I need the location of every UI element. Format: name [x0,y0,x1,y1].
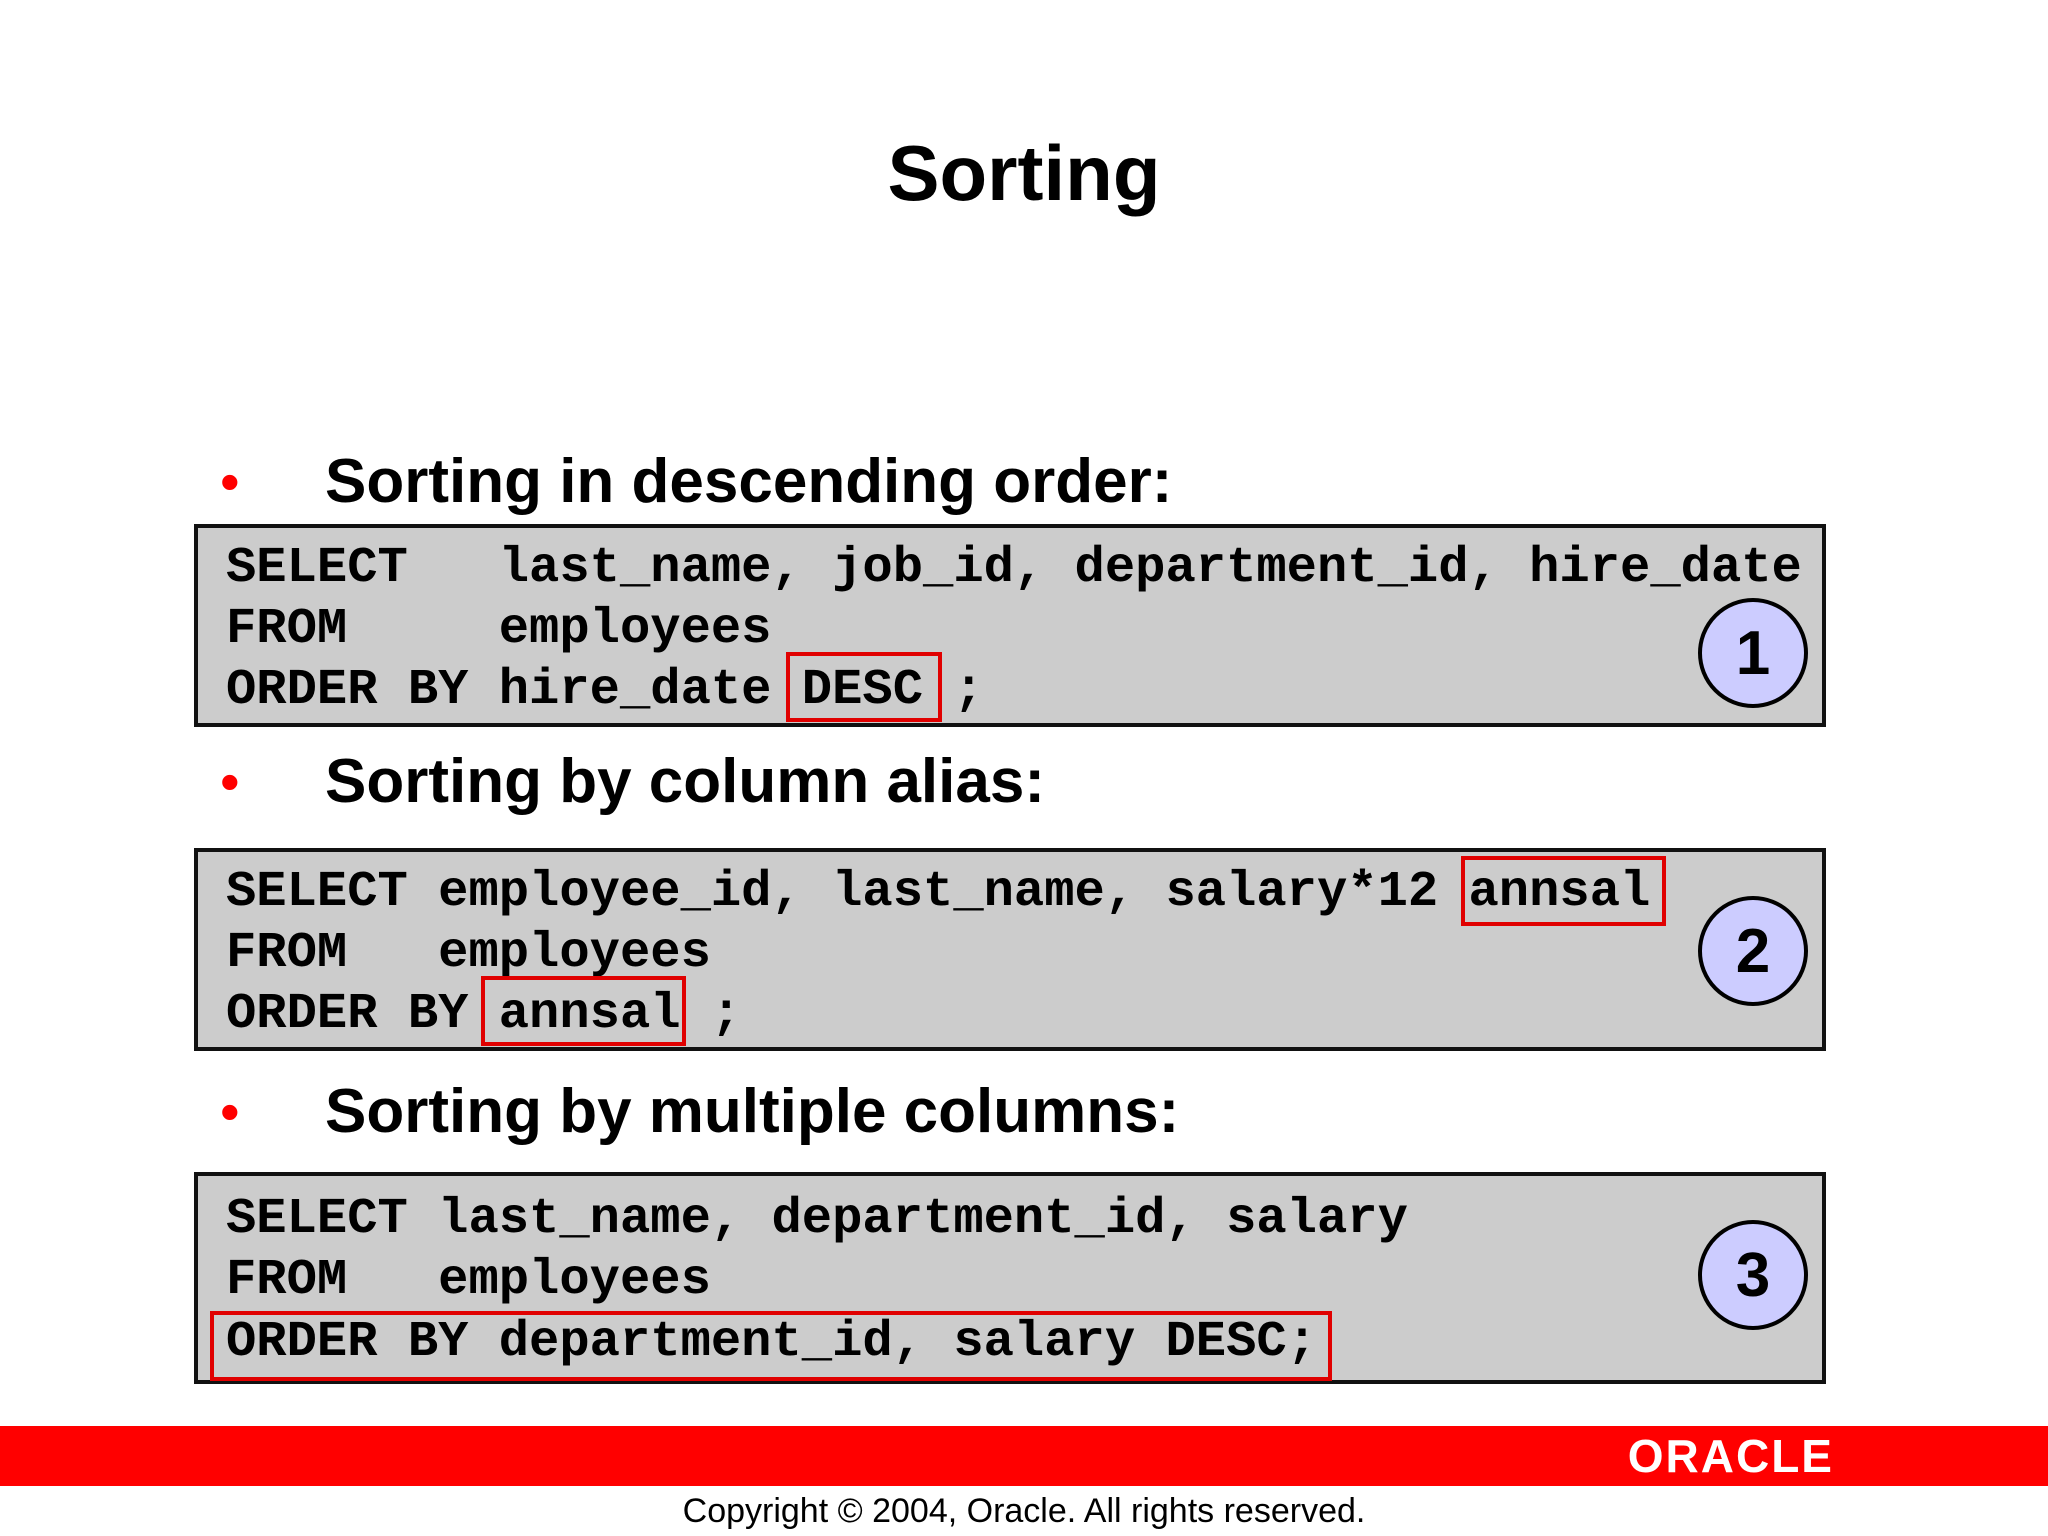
bullet-heading: Sorting by multiple columns: [325,1077,1180,1146]
code-line: ORDER BY hire_date DESC ; [226,662,984,719]
bullet-icon: • [220,1080,240,1143]
code-line: FROM employees [226,601,772,658]
code-block-1: SELECT last_name, job_id, department_id,… [194,524,1826,727]
slide-title: Sorting [887,129,1161,217]
bullet-icon: • [220,450,240,513]
bullet-heading: Sorting by column alias: [325,747,1045,816]
code-block-2: SELECT employee_id, last_name, salary*12… [194,848,1826,1051]
oracle-logo: ORACLE [1627,1430,1834,1482]
step-badge-3: 3 [1698,1220,1808,1330]
footer-bar [0,1426,2048,1486]
code-line: FROM employees [226,925,711,982]
code-line: ORDER BY annsal ; [226,986,742,1043]
code-line: FROM employees [226,1252,711,1309]
code-line: SELECT last_name, job_id, department_id,… [226,540,1802,597]
bullet-icon: • [220,750,240,813]
code-line: SELECT last_name, department_id, salary [226,1191,1408,1248]
code-block-3: SELECT last_name, department_id, salary … [194,1172,1826,1384]
bullet-heading: Sorting in descending order: [325,447,1173,516]
highlight-box [481,976,686,1046]
step-badge-2: 2 [1698,896,1808,1006]
highlight-box [210,1311,1332,1381]
highlight-box [1461,856,1666,926]
highlight-box [786,652,942,722]
code-line: ORDER BY department_id, salary DESC; [226,1314,1317,1371]
code-line: SELECT employee_id, last_name, salary*12… [226,864,1651,921]
copyright-text: Copyright © 2004, Oracle. All rights res… [682,1492,1366,1530]
step-badge-1: 1 [1698,598,1808,708]
